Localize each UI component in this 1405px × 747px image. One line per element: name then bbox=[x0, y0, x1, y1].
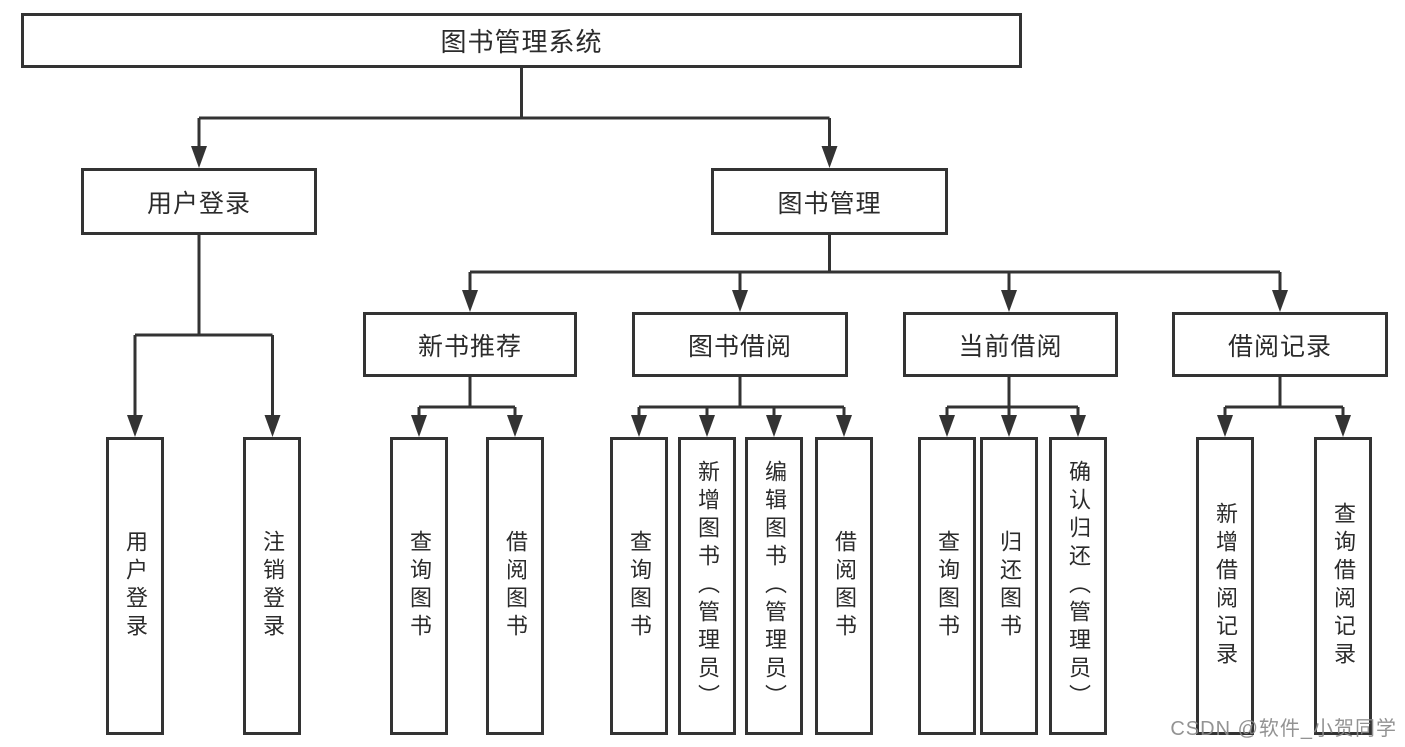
node-label: 用户登录 bbox=[123, 530, 148, 642]
node-query-books-recommend: 查询图书 bbox=[390, 437, 448, 735]
node-user-login: 用户登录 bbox=[81, 168, 317, 235]
node-label: 注销登录 bbox=[260, 530, 285, 642]
node-label: 查询图书 bbox=[627, 530, 652, 642]
node-edit-books-admin: 编辑图书（管理员） bbox=[745, 437, 803, 735]
node-current-borrowing: 当前借阅 bbox=[903, 312, 1118, 377]
node-label: 查询借阅记录 bbox=[1331, 502, 1356, 670]
node-new-book-recommendation: 新书推荐 bbox=[363, 312, 577, 377]
node-borrow-books-recommend: 借阅图书 bbox=[486, 437, 544, 735]
watermark: CSDN @软件_小贺同学 bbox=[1170, 718, 1397, 740]
node-user-login-action: 用户登录 bbox=[106, 437, 164, 735]
node-return-books: 归还图书 bbox=[980, 437, 1038, 735]
node-query-books: 查询图书 bbox=[610, 437, 668, 735]
node-label: 借阅图书 bbox=[832, 530, 857, 642]
node-book-management: 图书管理 bbox=[711, 168, 948, 235]
node-library-system: 图书管理系统 bbox=[21, 13, 1022, 68]
node-logout: 注销登录 bbox=[243, 437, 301, 735]
node-label: 借阅图书 bbox=[503, 530, 528, 642]
node-label: 编辑图书（管理员） bbox=[762, 460, 787, 712]
node-label: 确认归还（管理员） bbox=[1066, 460, 1091, 712]
node-label: 归还图书 bbox=[997, 530, 1022, 642]
node-query-borrow-record: 查询借阅记录 bbox=[1314, 437, 1372, 735]
connector-lines bbox=[133, 66, 1345, 417]
node-book-borrowing: 图书借阅 bbox=[632, 312, 848, 377]
node-add-books-admin: 新增图书（管理员） bbox=[678, 437, 736, 735]
node-label: 新增借阅记录 bbox=[1213, 502, 1238, 670]
node-query-books-current: 查询图书 bbox=[918, 437, 976, 735]
arrowheads bbox=[127, 146, 1351, 437]
node-add-borrow-record: 新增借阅记录 bbox=[1196, 437, 1254, 735]
node-confirm-return-admin: 确认归还（管理员） bbox=[1049, 437, 1107, 735]
node-label: 查询图书 bbox=[407, 530, 432, 642]
node-borrow-books: 借阅图书 bbox=[815, 437, 873, 735]
node-label: 查询图书 bbox=[935, 530, 960, 642]
node-borrowing-records: 借阅记录 bbox=[1172, 312, 1388, 377]
node-label: 新增图书（管理员） bbox=[695, 460, 720, 712]
